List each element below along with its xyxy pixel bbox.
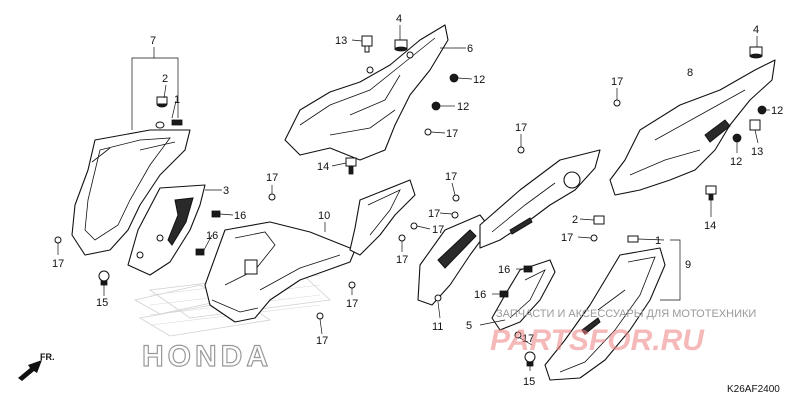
callout-17: 17 [445, 171, 457, 183]
callout-17: 17 [428, 208, 440, 220]
callout-17: 17 [432, 224, 444, 236]
callout-17: 17 [611, 76, 623, 88]
callout-12: 12 [473, 74, 485, 86]
callout-14: 14 [317, 161, 329, 173]
callout-17: 17 [52, 258, 64, 270]
callout-13: 13 [335, 35, 347, 47]
callout-2: 2 [162, 73, 168, 85]
grommet-icon-1b [627, 235, 639, 243]
screw-icon-17h [410, 222, 418, 230]
grommet-icon-2b [593, 215, 605, 225]
callout-1: 1 [174, 94, 180, 106]
clip-icon-16a [211, 210, 221, 218]
screw-icon-17g [451, 211, 459, 219]
callout-7: 7 [150, 35, 156, 47]
part-5-lower-panel [491, 259, 556, 331]
callout-15: 15 [523, 376, 535, 388]
clip-icon-16b [195, 248, 205, 256]
clip-icon-12a [449, 73, 459, 83]
screw-icon-17d [348, 281, 356, 289]
grommet-icon-4a [394, 39, 408, 52]
callout-16: 16 [498, 264, 510, 276]
callout-10: 10 [318, 210, 330, 222]
part-6-upper-cover [284, 24, 449, 161]
screw-icon-17f [452, 194, 460, 202]
callout-17: 17 [266, 172, 278, 184]
clip-icon-12b [431, 101, 441, 111]
watermark-caption: ЗАПЧАСТИ И АКСЕССУАРЫ ДЛЯ МОТОТЕХНИКИ [496, 308, 756, 320]
callout-9: 9 [685, 259, 691, 271]
callout-17: 17 [446, 128, 458, 140]
callout-1: 1 [655, 235, 661, 247]
callout-17: 17 [396, 254, 408, 266]
callout-6: 6 [467, 43, 473, 55]
callout-2: 2 [572, 214, 578, 226]
callout-17: 17 [561, 232, 573, 244]
bolt-icon-13b [749, 119, 761, 131]
screw-icon-17a [424, 128, 432, 136]
callout-17: 17 [346, 298, 358, 310]
clip-icon-12d [732, 133, 742, 143]
grommet-icon-2a [156, 96, 168, 108]
callout-8: 8 [687, 67, 693, 79]
part-7-left-side-cover [71, 119, 191, 256]
callout-labels: 7 2 1 4 13 6 12 12 17 14 3 17 16 16 17 1… [52, 13, 783, 388]
callout-11: 11 [432, 321, 443, 333]
callout-17: 17 [515, 122, 527, 134]
grommet-icon-4b [749, 46, 763, 59]
bolt-icon-14a [345, 157, 357, 175]
front-direction-arrow-icon [18, 360, 42, 381]
part-11-center-cover [349, 179, 491, 306]
clip-icon-12c [757, 105, 767, 115]
callout-12: 12 [730, 156, 742, 168]
part-9-right-side-cover [544, 247, 666, 381]
leader-lines [57, 25, 770, 371]
screw-icon-17m [514, 331, 522, 339]
callout-15: 15 [96, 297, 108, 309]
callout-4: 4 [396, 13, 402, 25]
part-3-left-inner-panel [127, 184, 206, 276]
bolt-icon-14b [705, 185, 717, 201]
part-10-inner-cover [204, 221, 356, 323]
screw-icon-17j [517, 146, 525, 154]
callout-16: 16 [234, 210, 246, 222]
screw-icon-17i [398, 234, 406, 242]
callout-5: 5 [466, 320, 472, 332]
part-8-right-upper-cover [609, 59, 776, 196]
watermark-logo: PARTSFOR.RU [490, 324, 705, 357]
callout-17: 17 [316, 335, 328, 347]
diagram-code: K26AF2400 [727, 384, 780, 395]
callout-3: 3 [223, 185, 229, 197]
clip-icon-16c [523, 265, 533, 273]
callout-12: 12 [771, 105, 783, 117]
screw-icon-17l [590, 234, 598, 242]
screw-icon-17e [316, 312, 324, 320]
callout-13: 13 [751, 146, 763, 158]
screw-icon-17b [268, 193, 276, 201]
callout-4: 4 [753, 24, 759, 36]
bolt-icon-13a [361, 35, 373, 53]
honda-wordmark: HONDA [142, 340, 272, 373]
clip-icon-16d [499, 290, 509, 298]
front-direction-label: FR. [40, 352, 55, 362]
callout-14: 14 [704, 220, 716, 232]
upper-center-shroud [479, 149, 601, 249]
callout-16: 16 [206, 230, 218, 242]
callout-16: 16 [474, 289, 486, 301]
screw-icon-17c [54, 236, 62, 244]
callout-12: 12 [457, 101, 469, 113]
callout-17: 17 [522, 333, 534, 345]
screw-icon-17k [613, 99, 621, 107]
